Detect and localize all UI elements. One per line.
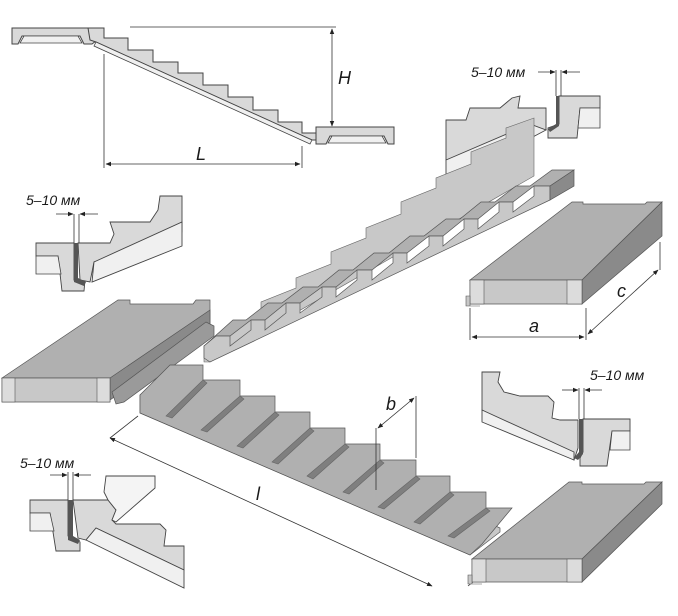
upper-landing-underside [19, 35, 83, 44]
flight-end-face [549, 169, 575, 201]
right-landing-slab: a c [465, 201, 663, 340]
gap-label: 5–10 мм [20, 455, 75, 471]
label-l: l [256, 484, 261, 504]
slab-ledge [111, 321, 215, 405]
label-L: L [196, 144, 206, 164]
lower-landing-underside [327, 135, 387, 144]
left-landing-slab [0, 299, 215, 405]
slab-front [471, 558, 583, 583]
section-elevation: H L [11, 26, 395, 168]
label-c: c [617, 281, 626, 301]
flight-side-face [203, 185, 551, 363]
joint-detail-left-lower: 5–10 мм [20, 455, 185, 589]
slab-front [1, 377, 111, 403]
label-H: H [338, 68, 352, 88]
lower-stair-flight: b l [109, 364, 513, 587]
gap-label: 5–10 мм [471, 64, 526, 80]
flight-section [87, 27, 317, 141]
lower-landing-section [315, 126, 395, 145]
gap-label: 5–10 мм [590, 367, 645, 383]
label-b: b [386, 394, 396, 414]
slab-front [469, 279, 583, 305]
upper-stair-flight [203, 117, 576, 363]
bottom-right-landing-slab [467, 481, 663, 585]
flight-soffit [93, 41, 313, 145]
joint-detail-right-lower: 5–10 мм [481, 367, 645, 467]
joint-detail-left-upper: 5–10 мм [26, 192, 183, 292]
gap-label: 5–10 мм [26, 192, 81, 208]
label-a: a [529, 316, 539, 336]
